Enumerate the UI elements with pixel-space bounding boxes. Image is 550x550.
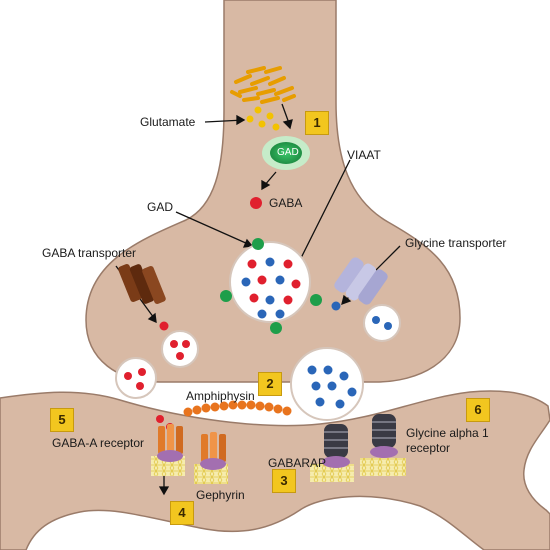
step-badge-2: 2	[258, 372, 282, 396]
label-glycine-alpha-1-receptor: Glycine alpha 1 receptor	[406, 426, 489, 455]
glycine-receptor-2	[360, 414, 406, 476]
label-gaba-transporter: GABA transporter	[42, 246, 137, 260]
label-gad-enzyme: GAD	[277, 147, 299, 158]
glycine-transporter	[331, 257, 388, 311]
synaptic-vesicle-large	[229, 241, 311, 323]
gad-molecules	[220, 238, 322, 334]
step-badge-1: 1	[305, 111, 329, 135]
vesicle-glycine-large	[290, 347, 364, 421]
vesicle-glycine-small	[363, 304, 401, 342]
step-badge-6: 6	[466, 398, 490, 422]
label-amphiphysin: Amphiphysin	[186, 389, 255, 403]
label-viaat: VIAAT	[347, 148, 381, 162]
label-gaba-a-receptor: GABA-A receptor	[52, 436, 145, 450]
label-glutamate: Glutamate	[140, 115, 196, 129]
vesicle-gaba-1	[161, 330, 199, 368]
glycine-receptor-1	[310, 424, 354, 482]
label-gabarap: GABARAP	[268, 456, 327, 470]
label-gaba: GABA	[269, 196, 303, 210]
step-badge-4: 4	[170, 501, 194, 525]
pathway-arrows	[115, 103, 401, 496]
label-gephyrin: Gephyrin	[196, 488, 245, 502]
gaba-molecule	[250, 197, 262, 209]
gaba-transporter	[118, 264, 169, 331]
step-badge-3: 3	[272, 469, 296, 493]
gaba-a-receptor-2	[194, 432, 228, 484]
step-badge-5: 5	[50, 408, 74, 432]
vesicle-gaba-2	[115, 357, 157, 399]
gad-enzyme	[262, 136, 310, 170]
label-gad: GAD	[147, 200, 174, 214]
label-glycine-transporter: Glycine transporter	[405, 236, 507, 250]
glutamate-cluster	[230, 66, 296, 131]
amphiphysin-chain	[183, 400, 292, 417]
gaba-a-receptor-1	[151, 424, 185, 476]
